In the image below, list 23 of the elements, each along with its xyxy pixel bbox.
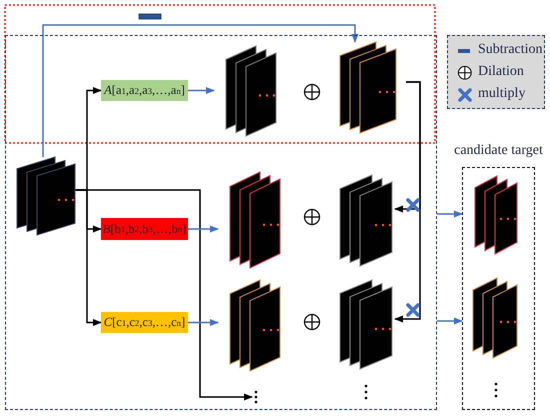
arrow — [42, 24, 359, 157]
feature-map-stack-drawing — [473, 278, 517, 358]
arrow — [188, 318, 219, 326]
feature-map-stack-drawing — [475, 176, 517, 254]
feature-map-stack-drawing — [340, 280, 392, 369]
legend-text: Dilation — [478, 64, 524, 80]
feature-map-stack-drawing — [230, 280, 280, 371]
feature-map-stack-drawing — [340, 42, 396, 133]
feature-map-stack-drawing — [230, 172, 280, 268]
arrow — [188, 86, 215, 94]
legend-text: multiply — [478, 86, 526, 102]
arrow — [394, 81, 421, 323]
region-box — [5, 35, 437, 410]
ellipsis-dots — [252, 389, 260, 405]
feature-map-stack-drawing — [226, 46, 276, 136]
legend-text: Subtraction — [478, 42, 543, 58]
arrow — [75, 189, 253, 401]
group-heading: candidate target — [454, 143, 543, 159]
arrow — [437, 317, 463, 325]
arrow — [437, 210, 463, 218]
feature-map-stack-drawing — [340, 175, 392, 266]
arrow — [188, 225, 219, 233]
feature-map-stack-drawing — [17, 157, 75, 235]
